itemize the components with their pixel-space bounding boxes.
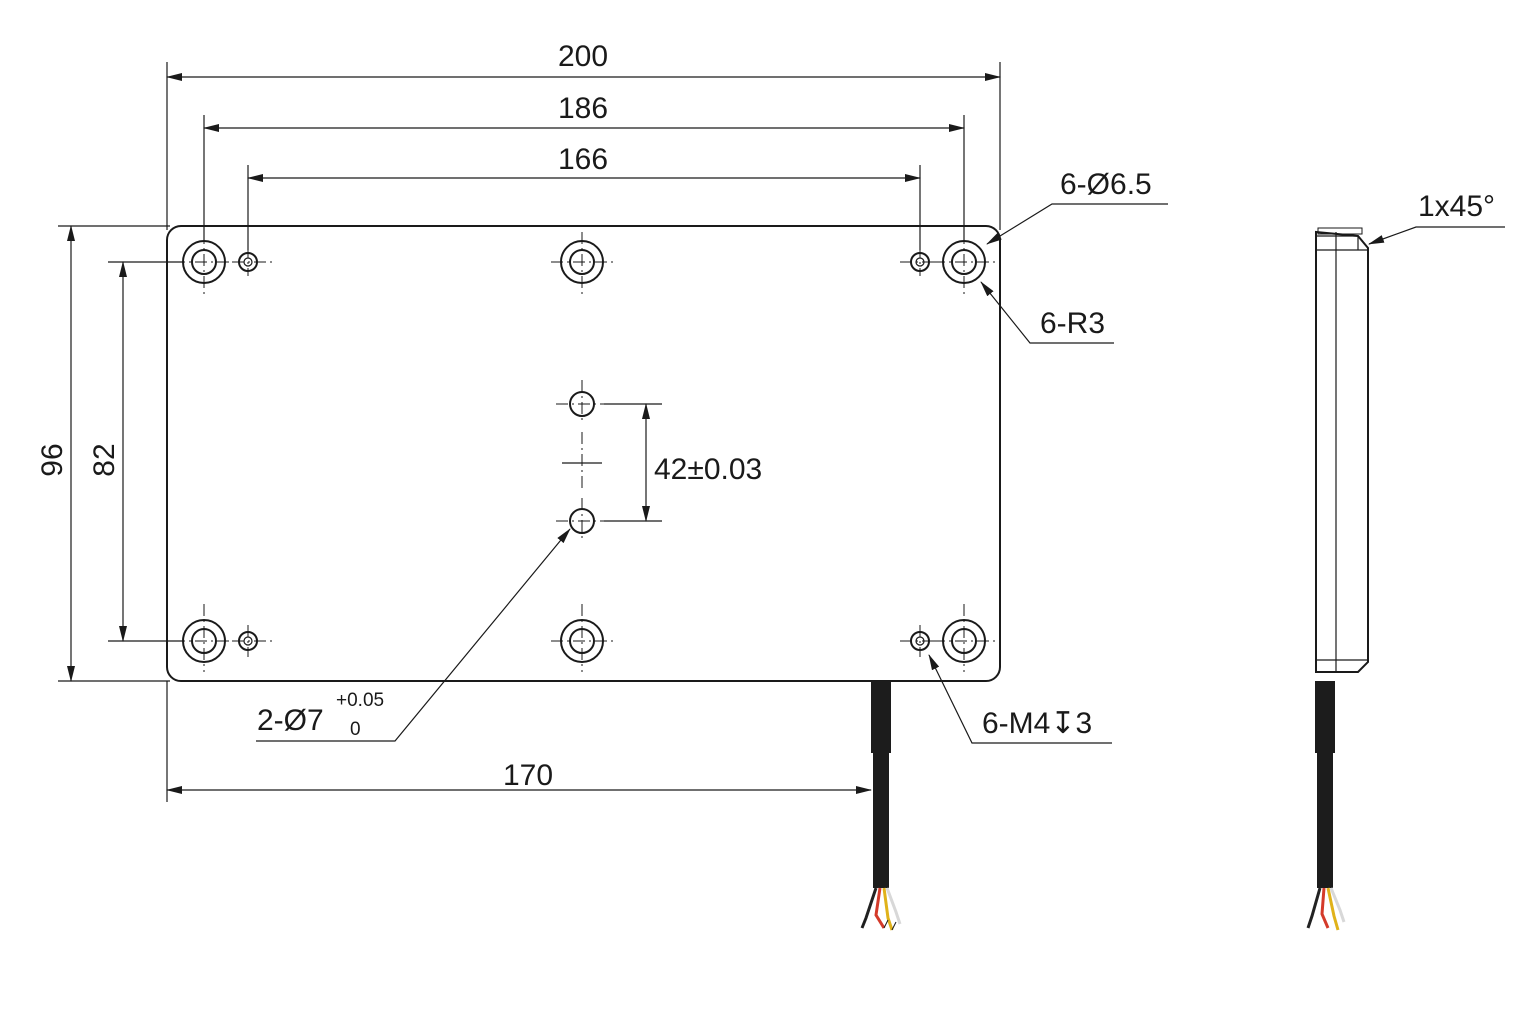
leader-through-holes <box>986 203 1168 245</box>
dim-label-82: 82 <box>88 443 121 476</box>
callout-through-holes: 6-Ø6.5 <box>1060 168 1152 201</box>
side-view <box>1315 227 1369 673</box>
dim-label-166: 166 <box>558 143 608 176</box>
locating-hole-center-mark <box>562 432 602 490</box>
wire-red <box>874 887 886 929</box>
dim-label-170: 170 <box>503 759 553 792</box>
threaded-hole-top-left <box>232 246 272 276</box>
locating-hole-lower <box>556 498 608 540</box>
threaded-hole-bottom-right <box>900 625 936 657</box>
callout-threaded-holes: 6-M4↧3 <box>982 707 1092 740</box>
wire-white <box>885 887 902 925</box>
leader-corner-radius <box>980 281 1114 344</box>
side-cable-jacket-lower <box>1317 753 1333 888</box>
cable-jacket <box>871 681 891 753</box>
threaded-hole-top-right <box>900 246 936 276</box>
plate-outline <box>166 225 1001 682</box>
locating-hole-upper <box>556 380 608 424</box>
dim-label-186: 186 <box>558 92 608 125</box>
cable-side <box>1306 681 1346 931</box>
callout-chamfer: 1x45° <box>1418 190 1495 223</box>
callout-locating-holes-tol-upper: +0.05 <box>336 690 384 711</box>
threaded-hole-bottom-left <box>232 625 272 657</box>
extension-lines <box>58 62 1001 802</box>
dim-label-200: 200 <box>558 40 608 73</box>
leader-chamfer <box>1368 226 1505 245</box>
callout-locating-holes-tol-lower: 0 <box>350 719 361 740</box>
through-hole-bottom-left <box>173 604 235 672</box>
callout-locating-holes: 2-Ø7 <box>257 704 324 737</box>
cable-jacket-lower <box>873 753 889 888</box>
dim-label-42: 42±0.03 <box>654 453 762 486</box>
through-hole-top-right <box>933 232 995 298</box>
leader-locating-holes <box>256 528 571 742</box>
through-hole-bottom-right <box>933 604 995 672</box>
through-hole-top-middle <box>551 232 613 298</box>
cable-front <box>860 681 902 931</box>
callout-corner-radius: 6-R3 <box>1040 307 1105 340</box>
dim-label-96: 96 <box>36 443 69 476</box>
through-hole-bottom-middle <box>551 604 613 672</box>
through-hole-top-left <box>173 232 235 298</box>
wire-yellow <box>882 887 894 931</box>
side-cable-jacket <box>1315 681 1335 753</box>
leader-threaded-holes <box>928 654 1112 744</box>
